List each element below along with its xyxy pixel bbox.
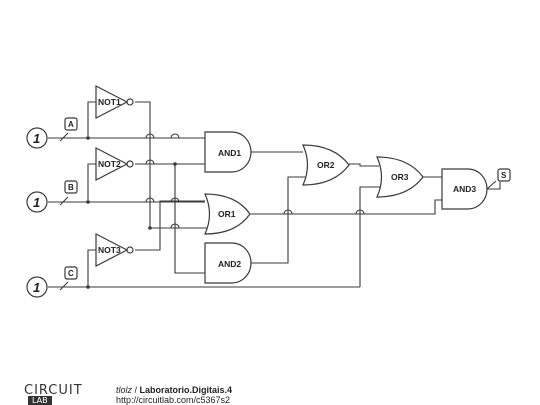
source-a-icon <box>26 127 48 149</box>
or3-gate[interactable]: OR3 <box>376 156 424 198</box>
and3-label: AND3 <box>453 184 476 194</box>
logo-bottom-text: LAB <box>28 396 52 405</box>
input-a[interactable]: 1 A <box>26 117 78 149</box>
source-a-value: 1 <box>33 131 40 146</box>
author-link[interactable]: tlolz <box>116 385 133 395</box>
junctions <box>86 136 177 289</box>
logo-top-text: CIRCUIT <box>24 383 83 398</box>
wire-and1-in <box>160 137 205 165</box>
and2-label: AND2 <box>218 259 241 269</box>
output-s[interactable]: S <box>486 168 511 190</box>
pin-c-label: C <box>68 269 74 278</box>
not2-label: NOT2 <box>98 159 121 169</box>
pin-s-label: S <box>501 171 507 180</box>
or2-gate[interactable]: OR2 <box>302 144 350 186</box>
footer <box>0 383 540 405</box>
or1-gate[interactable]: OR1 <box>204 193 251 235</box>
wire-and2-or3 <box>250 214 289 264</box>
wire-or2-or3 <box>349 163 379 167</box>
wire-or1-or2 <box>250 176 306 215</box>
info-separator: / <box>132 385 140 395</box>
pin-a-label: A <box>68 120 74 129</box>
not3-gate[interactable]: NOT3 <box>95 233 134 267</box>
wire-and2-and3 <box>288 199 442 215</box>
circuit-url[interactable]: http://circuitlab.com/c5367s2 <box>116 395 231 405</box>
not2-gate[interactable]: NOT2 <box>95 147 134 181</box>
pin-a-box <box>64 117 78 131</box>
and3-gate[interactable]: AND3 <box>441 168 488 210</box>
pin-b-box <box>64 180 78 194</box>
or3-label: OR3 <box>391 172 409 182</box>
circuitlab-logo: CIRCUIT LAB <box>24 384 96 405</box>
input-b[interactable]: 1 B <box>26 180 78 213</box>
or2-label: OR2 <box>317 160 335 170</box>
wire-output <box>487 182 501 190</box>
or1-label: OR1 <box>218 209 236 219</box>
circuit-schematic: 1 A 1 B 1 C NOT1 NOT2 NOT3 AND1 <box>26 85 511 298</box>
wire-c-or3 <box>359 186 380 287</box>
pin-b-label: B <box>68 183 74 192</box>
and2-gate[interactable]: AND2 <box>204 242 252 284</box>
wires <box>48 101 501 288</box>
source-c-icon <box>26 276 48 298</box>
wire-c <box>48 200 360 288</box>
not1-gate[interactable]: NOT1 <box>95 85 134 119</box>
input-c[interactable]: 1 C <box>26 266 78 298</box>
circuit-info: tlolz / Laboratorio.Digitais.4 http://ci… <box>116 385 232 405</box>
not3-label: NOT3 <box>98 245 121 255</box>
and1-label: AND1 <box>218 148 241 158</box>
pin-s-box <box>497 168 511 182</box>
not1-label: NOT1 <box>98 97 121 107</box>
source-b-value: 1 <box>33 195 40 210</box>
wire-hops <box>145 133 365 229</box>
and1-gate[interactable]: AND1 <box>204 131 252 173</box>
wire-b <box>48 163 205 274</box>
pin-c-box <box>64 266 78 280</box>
source-c-value: 1 <box>33 280 40 295</box>
source-b-icon <box>26 191 48 213</box>
circuit-title[interactable]: Laboratorio.Digitais.4 <box>139 385 233 395</box>
